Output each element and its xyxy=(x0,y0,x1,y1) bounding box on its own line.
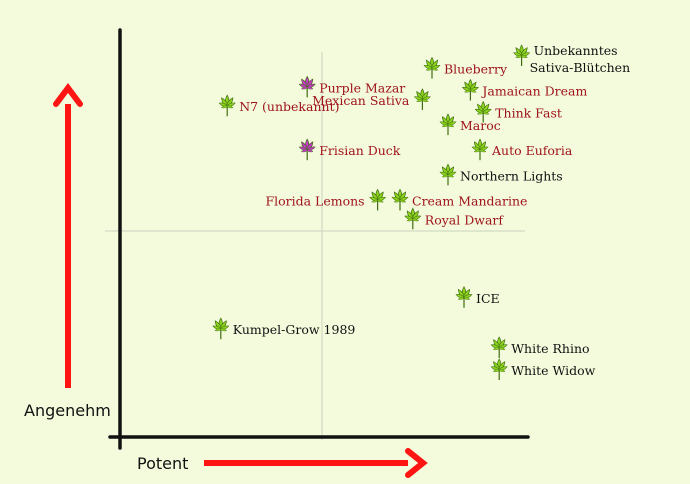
cannabis-leaf-icon xyxy=(391,188,409,211)
point-label: Royal Dwarf xyxy=(425,212,505,227)
point-label: Think Fast xyxy=(495,106,562,121)
data-point: ICE xyxy=(455,286,500,308)
point-label: N7 (unbekannt) xyxy=(239,99,339,114)
cannabis-leaf-icon xyxy=(368,188,387,211)
y-axis-label: Angenehm xyxy=(24,401,111,420)
data-point: Cream Mandarine xyxy=(391,188,527,211)
cannabis-leaf-icon xyxy=(218,94,237,117)
cannabis-leaf-icon xyxy=(439,113,457,136)
point-label: Northern Lights xyxy=(460,168,563,183)
cannabis-leaf-icon xyxy=(455,286,473,308)
data-point: N7 (unbekannt) xyxy=(218,94,339,117)
point-label: Jamaican Dream xyxy=(480,84,587,99)
point-label: Purple Mazar xyxy=(319,80,405,95)
x-arrow-head xyxy=(405,448,428,478)
cannabis-leaf-icon xyxy=(403,207,422,230)
cannabis-leaf-icon xyxy=(490,358,509,380)
data-point: Frisian Duck xyxy=(298,138,401,161)
data-point: Blueberry xyxy=(423,57,508,79)
point-label: Mexican Sativa xyxy=(312,93,410,108)
point-label: Maroc xyxy=(460,118,501,133)
point-label: Blueberry xyxy=(444,62,508,77)
point-label: Florida Lemons xyxy=(265,193,364,208)
data-point: White Rhino xyxy=(490,336,590,359)
cannabis-leaf-icon xyxy=(413,88,432,110)
data-point: Auto Euforia xyxy=(471,138,573,161)
data-point: Royal Dwarf xyxy=(403,207,505,230)
cannabis-leaf-icon xyxy=(490,336,509,359)
cannabis-leaf-icon xyxy=(474,101,493,123)
data-point: Mexican Sativa xyxy=(312,88,432,110)
cannabis-leaf-icon xyxy=(211,317,230,340)
point-label: White Widow xyxy=(511,363,595,378)
grid xyxy=(105,52,525,440)
data-point: Maroc xyxy=(439,113,501,136)
data-point: Northern Lights xyxy=(439,163,563,186)
data-point: Jamaican Dream xyxy=(461,79,587,101)
x-axis-label: Potent xyxy=(137,454,188,473)
cannabis-leaf-icon xyxy=(298,138,317,161)
data-point: Think Fast xyxy=(474,101,562,123)
point-label: ICE xyxy=(476,291,500,306)
cannabis-leaf-icon xyxy=(298,75,317,98)
cannabis-leaf-icon xyxy=(471,138,489,161)
cannabis-leaf-icon xyxy=(423,57,441,79)
point-label: Frisian Duck xyxy=(319,143,401,158)
data-point: Florida Lemons xyxy=(265,188,387,211)
point-label: White Rhino xyxy=(511,341,589,356)
y-arrow-head xyxy=(53,83,83,107)
point-label: Auto Euforia xyxy=(491,143,573,158)
cannabis-leaf-icon xyxy=(512,44,531,66)
data-point: Purple Mazar xyxy=(298,75,405,98)
point-label: Cream Mandarine xyxy=(412,193,527,208)
data-point: Kumpel-Grow 1989 xyxy=(211,317,356,340)
axes xyxy=(108,28,530,450)
direction-arrows xyxy=(53,83,428,478)
point-label: Kumpel-Grow 1989 xyxy=(233,322,356,337)
cannabis-leaf-icon xyxy=(439,163,457,186)
cannabis-leaf-icon xyxy=(461,79,480,101)
data-point: White Widow xyxy=(490,358,596,380)
